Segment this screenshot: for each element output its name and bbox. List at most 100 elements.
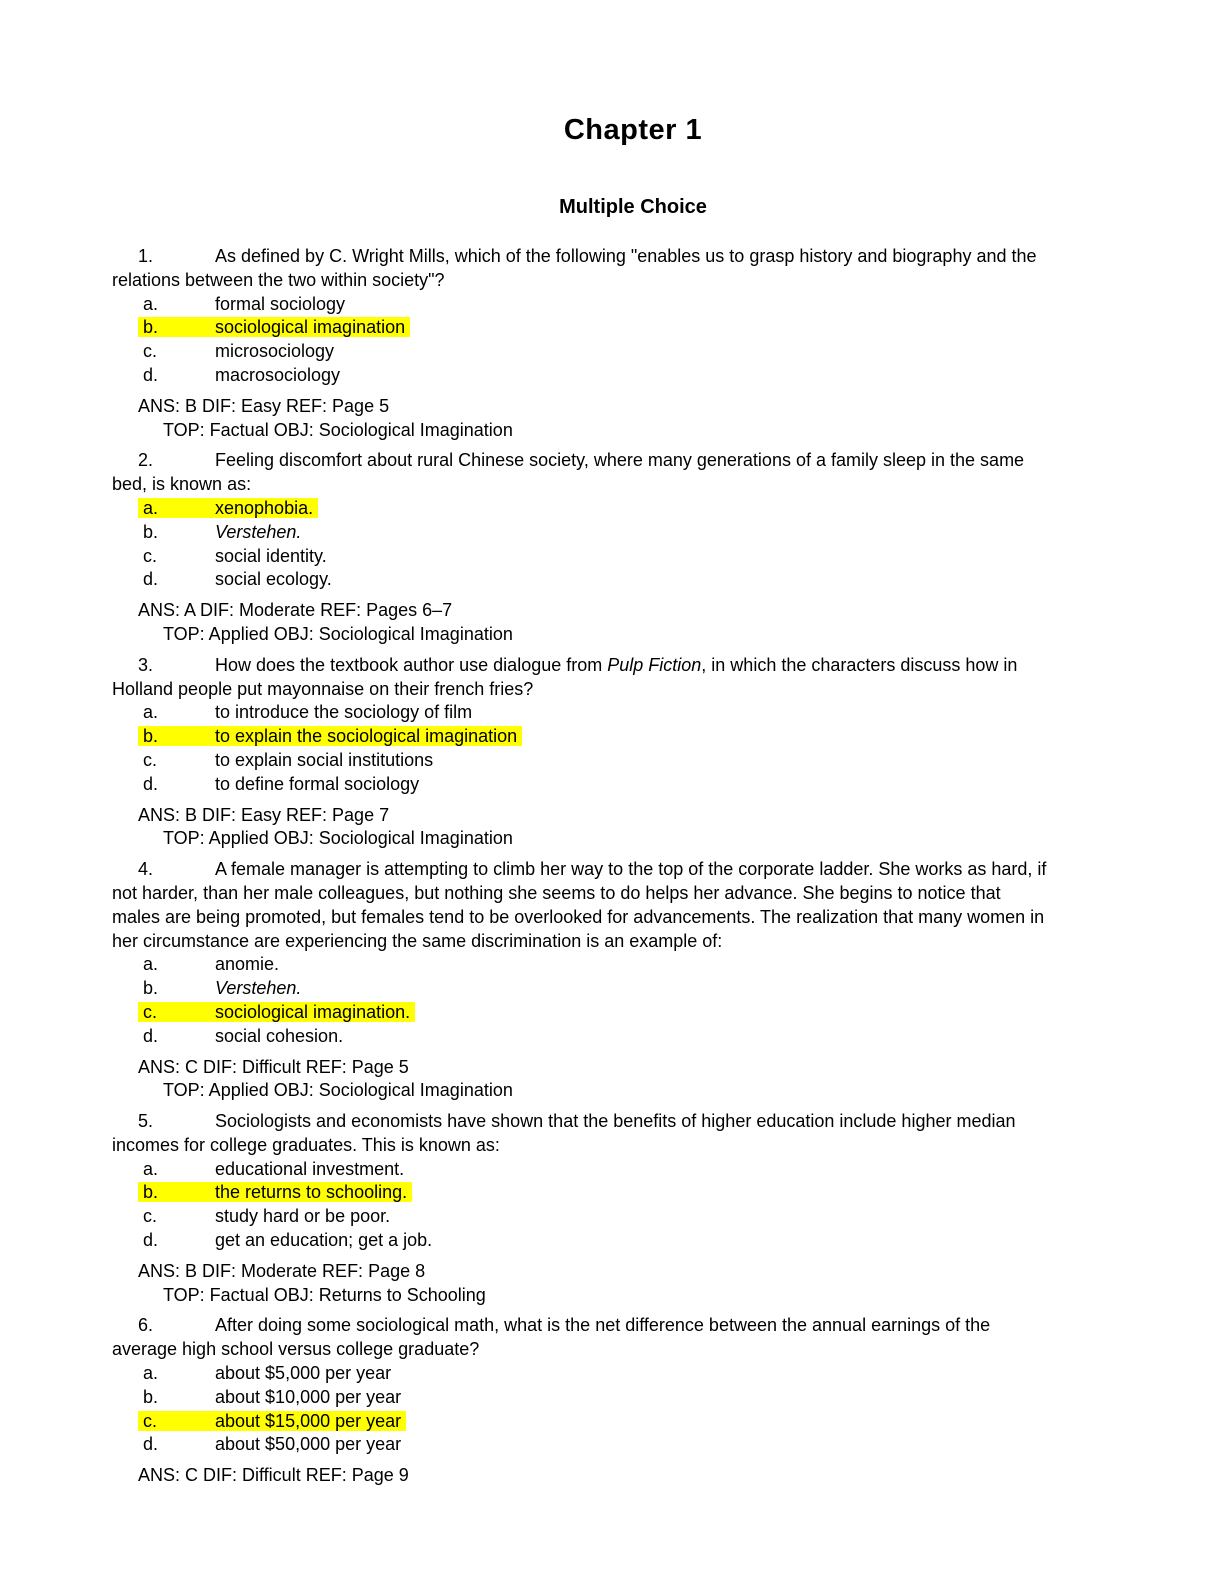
option-row: c.social identity.: [112, 545, 1154, 569]
option-row: d. social ecology.: [112, 568, 1154, 592]
option-row: d.to define formal sociology: [112, 773, 1154, 797]
option-text: the returns to schooling.: [215, 1182, 408, 1203]
option-text: Verstehen.: [215, 978, 302, 999]
option-row: a.xenophobia.: [112, 497, 1154, 521]
option-row: a. educational investment.: [112, 1158, 1154, 1182]
option-letter: b.: [143, 978, 159, 999]
answer-line: ANS: B DIF: Moderate REF: Page 8: [138, 1260, 426, 1281]
option-row: d.macrosociology: [112, 364, 1154, 388]
option-letter: c.: [143, 749, 158, 770]
option: c. microsociology: [138, 341, 334, 361]
topic-line: TOP: Factual OBJ: Sociological Imaginati…: [163, 419, 513, 440]
question-stem-text: Sociologists and economists have shown t…: [215, 1111, 1016, 1132]
question-stem-text: A female manager is attempting to climb …: [215, 859, 1047, 880]
question-stem-text: , in which the characters discuss how in: [701, 654, 1018, 675]
option-row: a.formal sociology: [112, 293, 1154, 317]
option-letter: a.: [143, 702, 159, 723]
option-highlighted: b.to explain the sociological imaginatio…: [138, 726, 523, 747]
option-text: about $15,000 per year: [215, 1410, 402, 1431]
question-stem-line: 1.As defined by C. Wright Mills, which o…: [112, 245, 1154, 269]
topic-line: TOP: Applied OBJ: Sociological Imaginati…: [163, 1080, 513, 1101]
option-letter: c.: [143, 341, 158, 362]
option-letter: b.: [143, 317, 159, 338]
option-letter: b.: [143, 1182, 159, 1203]
topic-line: TOP: Applied OBJ: Sociological Imaginati…: [163, 828, 513, 849]
question-stem-line: bed, is known as:: [112, 474, 252, 495]
option-row: b. the returns to schooling.: [112, 1181, 1154, 1205]
option-text: to explain social institutions: [215, 749, 434, 770]
option-letter: d.: [143, 1230, 159, 1251]
question-stem-line: not harder, than her male colleagues, bu…: [112, 882, 1001, 903]
option-letter: a.: [143, 954, 159, 975]
option-row: c. microsociology: [112, 340, 1154, 364]
option: c. to explain social institutions: [138, 750, 433, 770]
option: d. get an education; get a job.: [138, 1230, 432, 1250]
option-text: about $10,000 per year: [215, 1386, 402, 1407]
question-stem-line: 4. A female manager is attempting to clim…: [112, 858, 1154, 882]
question-3: 3.How does the textbook author use dialo…: [112, 654, 1154, 851]
option-row: a. about $5,000 per year: [112, 1362, 1154, 1386]
option-letter: d.: [143, 569, 159, 590]
option-letter: d.: [143, 1025, 159, 1046]
option-text: sociological imagination.: [215, 1001, 411, 1022]
question-number: 2.: [138, 450, 154, 471]
option: d.to define formal sociology: [138, 774, 419, 794]
question-stem-text: Feeling discomfort about rural Chinese s…: [215, 450, 1025, 471]
option-letter: c.: [143, 1206, 158, 1227]
option-row: c. to explain social institutions: [112, 749, 1154, 773]
option-text: about $5,000 per year: [215, 1363, 392, 1384]
question-stem-text-italic: Pulp Fiction: [607, 654, 702, 675]
option-text: microsociology: [215, 341, 335, 362]
option-highlighted: b. the returns to schooling.: [138, 1182, 413, 1203]
option-text: study hard or be poor.: [215, 1206, 391, 1227]
answer-line: ANS: A DIF: Moderate REF: Pages 6–7: [138, 600, 453, 621]
option-text: get an education; get a job.: [215, 1230, 433, 1251]
question-4: 4. A female manager is attempting to clim…: [112, 858, 1154, 1103]
option-row: b. Verstehen.: [112, 977, 1154, 1001]
option-text: educational investment.: [215, 1158, 405, 1179]
option: b.about $10,000 per year: [138, 1387, 401, 1407]
topic-line: TOP: Factual OBJ: Returns to Schooling: [163, 1284, 486, 1305]
question-stem-line: Holland people put mayonnaise on their f…: [112, 678, 534, 699]
option-highlighted: c.about $15,000 per year: [138, 1410, 407, 1431]
question-stem-line: incomes for college graduates. This is k…: [112, 1134, 500, 1155]
option: d. social ecology.: [138, 569, 332, 589]
question-stem-line: 2. Feeling discomfort about rural Chinese…: [112, 449, 1154, 473]
option-text: social ecology.: [215, 569, 332, 590]
option: a. to introduce the sociology of film: [138, 702, 472, 722]
answer-line: ANS: B DIF: Easy REF: Page 5: [138, 395, 390, 416]
option: a. about $5,000 per year: [138, 1363, 391, 1383]
question-2: 2. Feeling discomfort about rural Chinese…: [112, 449, 1154, 646]
option-row: b.to explain the sociological imaginatio…: [112, 725, 1154, 749]
option: a. educational investment.: [138, 1159, 404, 1179]
option-text: sociological imagination: [215, 317, 406, 338]
option-row: c. study hard or be poor.: [112, 1205, 1154, 1229]
option-text: to define formal sociology: [215, 773, 420, 794]
question-number: 4.: [138, 859, 154, 880]
option-text: macrosociology: [215, 364, 341, 385]
option-letter: a.: [143, 1363, 159, 1384]
option-text: about $50,000 per year: [215, 1434, 402, 1455]
question-stem-line: 5.Sociologists and economists have shown…: [112, 1110, 1154, 1134]
option-row: c.about $15,000 per year: [112, 1410, 1154, 1434]
option: c.social identity.: [138, 546, 327, 566]
option: c. study hard or be poor.: [138, 1206, 390, 1226]
option-row: b.about $10,000 per year: [112, 1386, 1154, 1410]
option-text: social cohesion.: [215, 1025, 344, 1046]
option-highlighted: c.sociological imagination.: [138, 1001, 416, 1022]
option-text: to introduce the sociology of film: [215, 702, 473, 723]
option-letter: b.: [143, 521, 159, 542]
option-row: b.Verstehen.: [112, 521, 1154, 545]
option-text: social identity.: [215, 545, 327, 566]
question-6: 6.After doing some sociological math, wh…: [112, 1314, 1154, 1488]
question-stem-line: her circumstance are experiencing the sa…: [112, 930, 723, 951]
option-row: a. to introduce the sociology of film: [112, 701, 1154, 725]
question-stem-text: How does the textbook author use dialogu…: [215, 654, 608, 675]
question-stem-line: relations between the two within society…: [112, 269, 445, 290]
option: b. Verstehen.: [138, 978, 301, 998]
option-letter: a.: [143, 1158, 159, 1179]
question-stem-text: As defined by C. Wright Mills, which of …: [215, 246, 1037, 266]
option-letter: a.: [143, 497, 159, 518]
option: a.formal sociology: [138, 294, 345, 314]
